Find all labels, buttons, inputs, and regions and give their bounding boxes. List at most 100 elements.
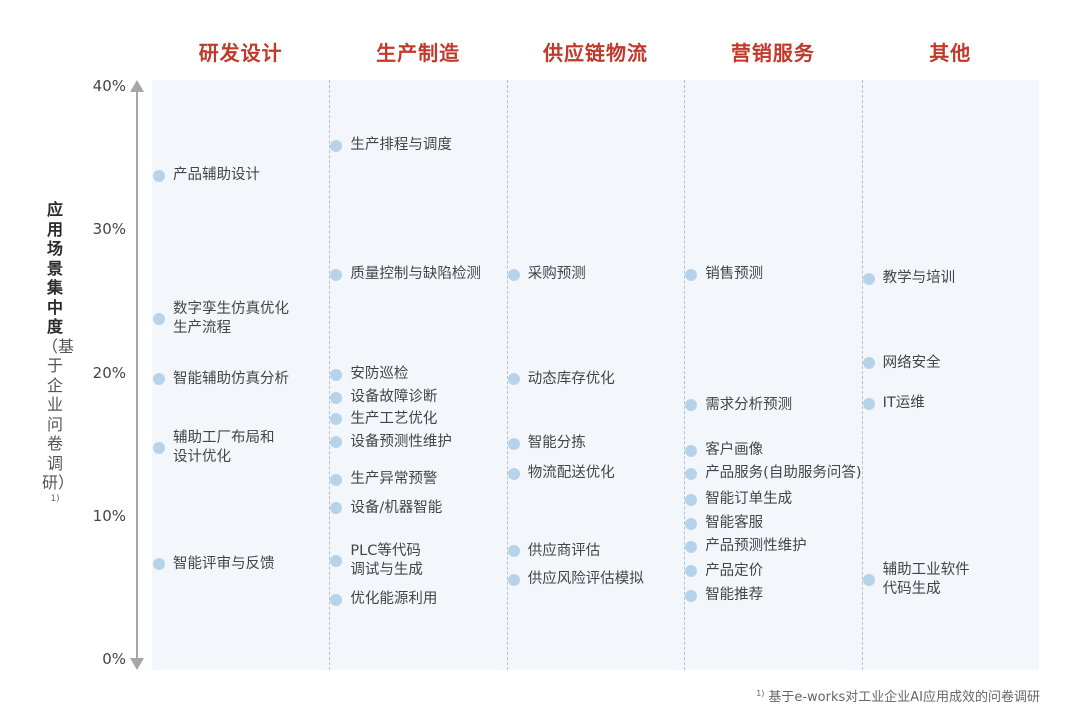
scenario-item: 优化能源利用	[330, 590, 437, 609]
scenario-label: 生产工艺优化	[350, 410, 438, 427]
scenario-label: 辅助工业软件 代码生成	[882, 561, 970, 597]
scenario-item: 生产异常预警	[330, 470, 437, 489]
data-point-dot-icon	[685, 268, 698, 281]
data-point-dot-icon	[507, 545, 520, 558]
scenario-label: 动态库存优化	[527, 370, 615, 387]
scenario-label: PLC等代码 调试与生成	[350, 543, 423, 579]
scenario-label: 智能分拣	[527, 435, 586, 452]
column-header: 生产制造	[376, 41, 461, 65]
scenario-item: 采购预测	[507, 265, 586, 284]
scenario-label: 需求分析预测	[705, 396, 793, 413]
y-tick-label: 10%	[92, 506, 126, 525]
y-axis-arrow-down-icon	[130, 658, 144, 670]
data-point-dot-icon	[330, 436, 343, 449]
scenario-item: 质量控制与缺陷检测	[330, 265, 481, 284]
y-tick-label: 30%	[92, 220, 126, 239]
column-header: 研发设计	[198, 41, 283, 65]
scenario-item: 供应风险评估模拟	[507, 570, 644, 589]
scenario-label: 智能订单生成	[705, 491, 793, 508]
footnote-marker: 1)	[756, 688, 765, 698]
scenario-label: 设备预测性维护	[350, 433, 452, 450]
scenario-item: 设备/机器智能	[330, 499, 442, 518]
scenario-item: 网络安全	[862, 354, 941, 373]
data-point-dot-icon	[862, 272, 875, 285]
scenario-label: 产品预测性维护	[705, 538, 807, 555]
plot-area	[152, 80, 1039, 670]
data-point-dot-icon	[685, 517, 698, 530]
data-point-dot-icon	[685, 565, 698, 578]
footnote: 1)基于e-works对工业企业AI应用成效的问卷调研	[756, 686, 1040, 705]
scenario-label: 设备/机器智能	[350, 499, 443, 516]
column-divider	[507, 80, 508, 670]
scenario-item: 供应商评估	[507, 542, 600, 561]
scenario-label: 产品定价	[705, 562, 764, 579]
y-axis-label-main: 应用场景集中度	[46, 200, 63, 336]
scenario-label: 数字孪生仿真优化 生产流程	[173, 301, 289, 337]
data-point-dot-icon	[685, 399, 698, 411]
scenario-item: PLC等代码 调试与生成	[330, 542, 423, 580]
scenario-label: 辅助工厂布局和 设计优化	[173, 429, 275, 465]
scenario-item: 数字孪生仿真优化 生产流程	[153, 300, 289, 338]
data-point-dot-icon	[507, 373, 520, 386]
column-divider	[684, 80, 685, 670]
data-point-dot-icon	[685, 493, 698, 506]
data-point-dot-icon	[685, 467, 698, 480]
scenario-label: 销售预测	[705, 266, 764, 283]
scenario-label: 供应风险评估模拟	[527, 571, 644, 588]
data-point-dot-icon	[153, 441, 165, 454]
scenario-label: 智能推荐	[705, 587, 764, 604]
scenario-item: 产品定价	[685, 562, 763, 581]
scenario-label: 客户画像	[705, 442, 764, 459]
scenario-item: 智能评审与反馈	[153, 555, 275, 574]
data-point-dot-icon	[330, 502, 343, 515]
data-point-dot-icon	[507, 467, 520, 480]
data-point-dot-icon	[330, 139, 343, 152]
data-point-dot-icon	[507, 573, 520, 586]
scenario-label: 产品服务(自助服务问答)	[705, 465, 862, 482]
scenario-item: IT运维	[862, 394, 925, 413]
data-point-dot-icon	[330, 268, 343, 281]
scenario-item: 智能订单生成	[685, 490, 792, 509]
footnote-text: 基于e-works对工业企业AI应用成效的问卷调研	[768, 690, 1040, 705]
y-axis-label-footnote-marker: 1)	[50, 493, 60, 504]
data-point-dot-icon	[153, 169, 165, 182]
scenario-label: 物流配送优化	[527, 465, 615, 482]
scenario-item: 安防巡检	[330, 365, 408, 384]
scenario-label: 智能客服	[705, 515, 764, 532]
scenario-item: 产品服务(自助服务问答)	[685, 464, 862, 483]
scenario-label: 质量控制与缺陷检测	[350, 266, 481, 283]
y-axis-label-sub: （基于企业问卷调研）	[42, 336, 75, 493]
data-point-dot-icon	[330, 368, 343, 381]
scenario-item: 需求分析预测	[685, 396, 792, 415]
data-point-dot-icon	[507, 437, 520, 450]
data-point-dot-icon	[685, 444, 698, 457]
data-point-dot-icon	[153, 558, 165, 571]
scenario-item: 智能客服	[685, 514, 763, 533]
scenario-item: 智能分拣	[507, 434, 586, 453]
scenario-label: 生产异常预警	[350, 471, 438, 487]
y-tick-label: 0%	[102, 650, 126, 668]
scenario-label: 安防巡检	[350, 366, 409, 383]
data-point-dot-icon	[862, 573, 875, 586]
scenario-label: IT运维	[882, 395, 925, 412]
scenario-item: 动态库存优化	[507, 370, 615, 389]
scenario-item: 物流配送优化	[507, 464, 615, 483]
y-axis-arrow-up-icon	[130, 80, 144, 92]
y-tick-label: 40%	[92, 77, 126, 95]
scenario-label: 智能评审与反馈	[173, 555, 275, 572]
scenario-label: 教学与培训	[882, 270, 956, 287]
scenario-item: 智能辅助仿真分析	[153, 370, 289, 389]
data-point-dot-icon	[330, 391, 343, 404]
column-header: 供应链物流	[542, 41, 648, 65]
data-point-dot-icon	[153, 313, 165, 326]
data-point-dot-icon	[330, 413, 343, 426]
scenario-item: 产品预测性维护	[685, 537, 807, 556]
scenario-item: 辅助工业软件 代码生成	[862, 561, 970, 599]
data-point-dot-icon	[153, 373, 165, 386]
scenario-label: 产品辅助设计	[173, 167, 260, 184]
scenario-item: 生产排程与调度	[330, 136, 452, 155]
scenario-label: 采购预测	[527, 266, 586, 283]
data-point-dot-icon	[862, 397, 875, 410]
scenario-item: 教学与培训	[862, 269, 956, 288]
scenario-label: 生产排程与调度	[350, 137, 452, 154]
